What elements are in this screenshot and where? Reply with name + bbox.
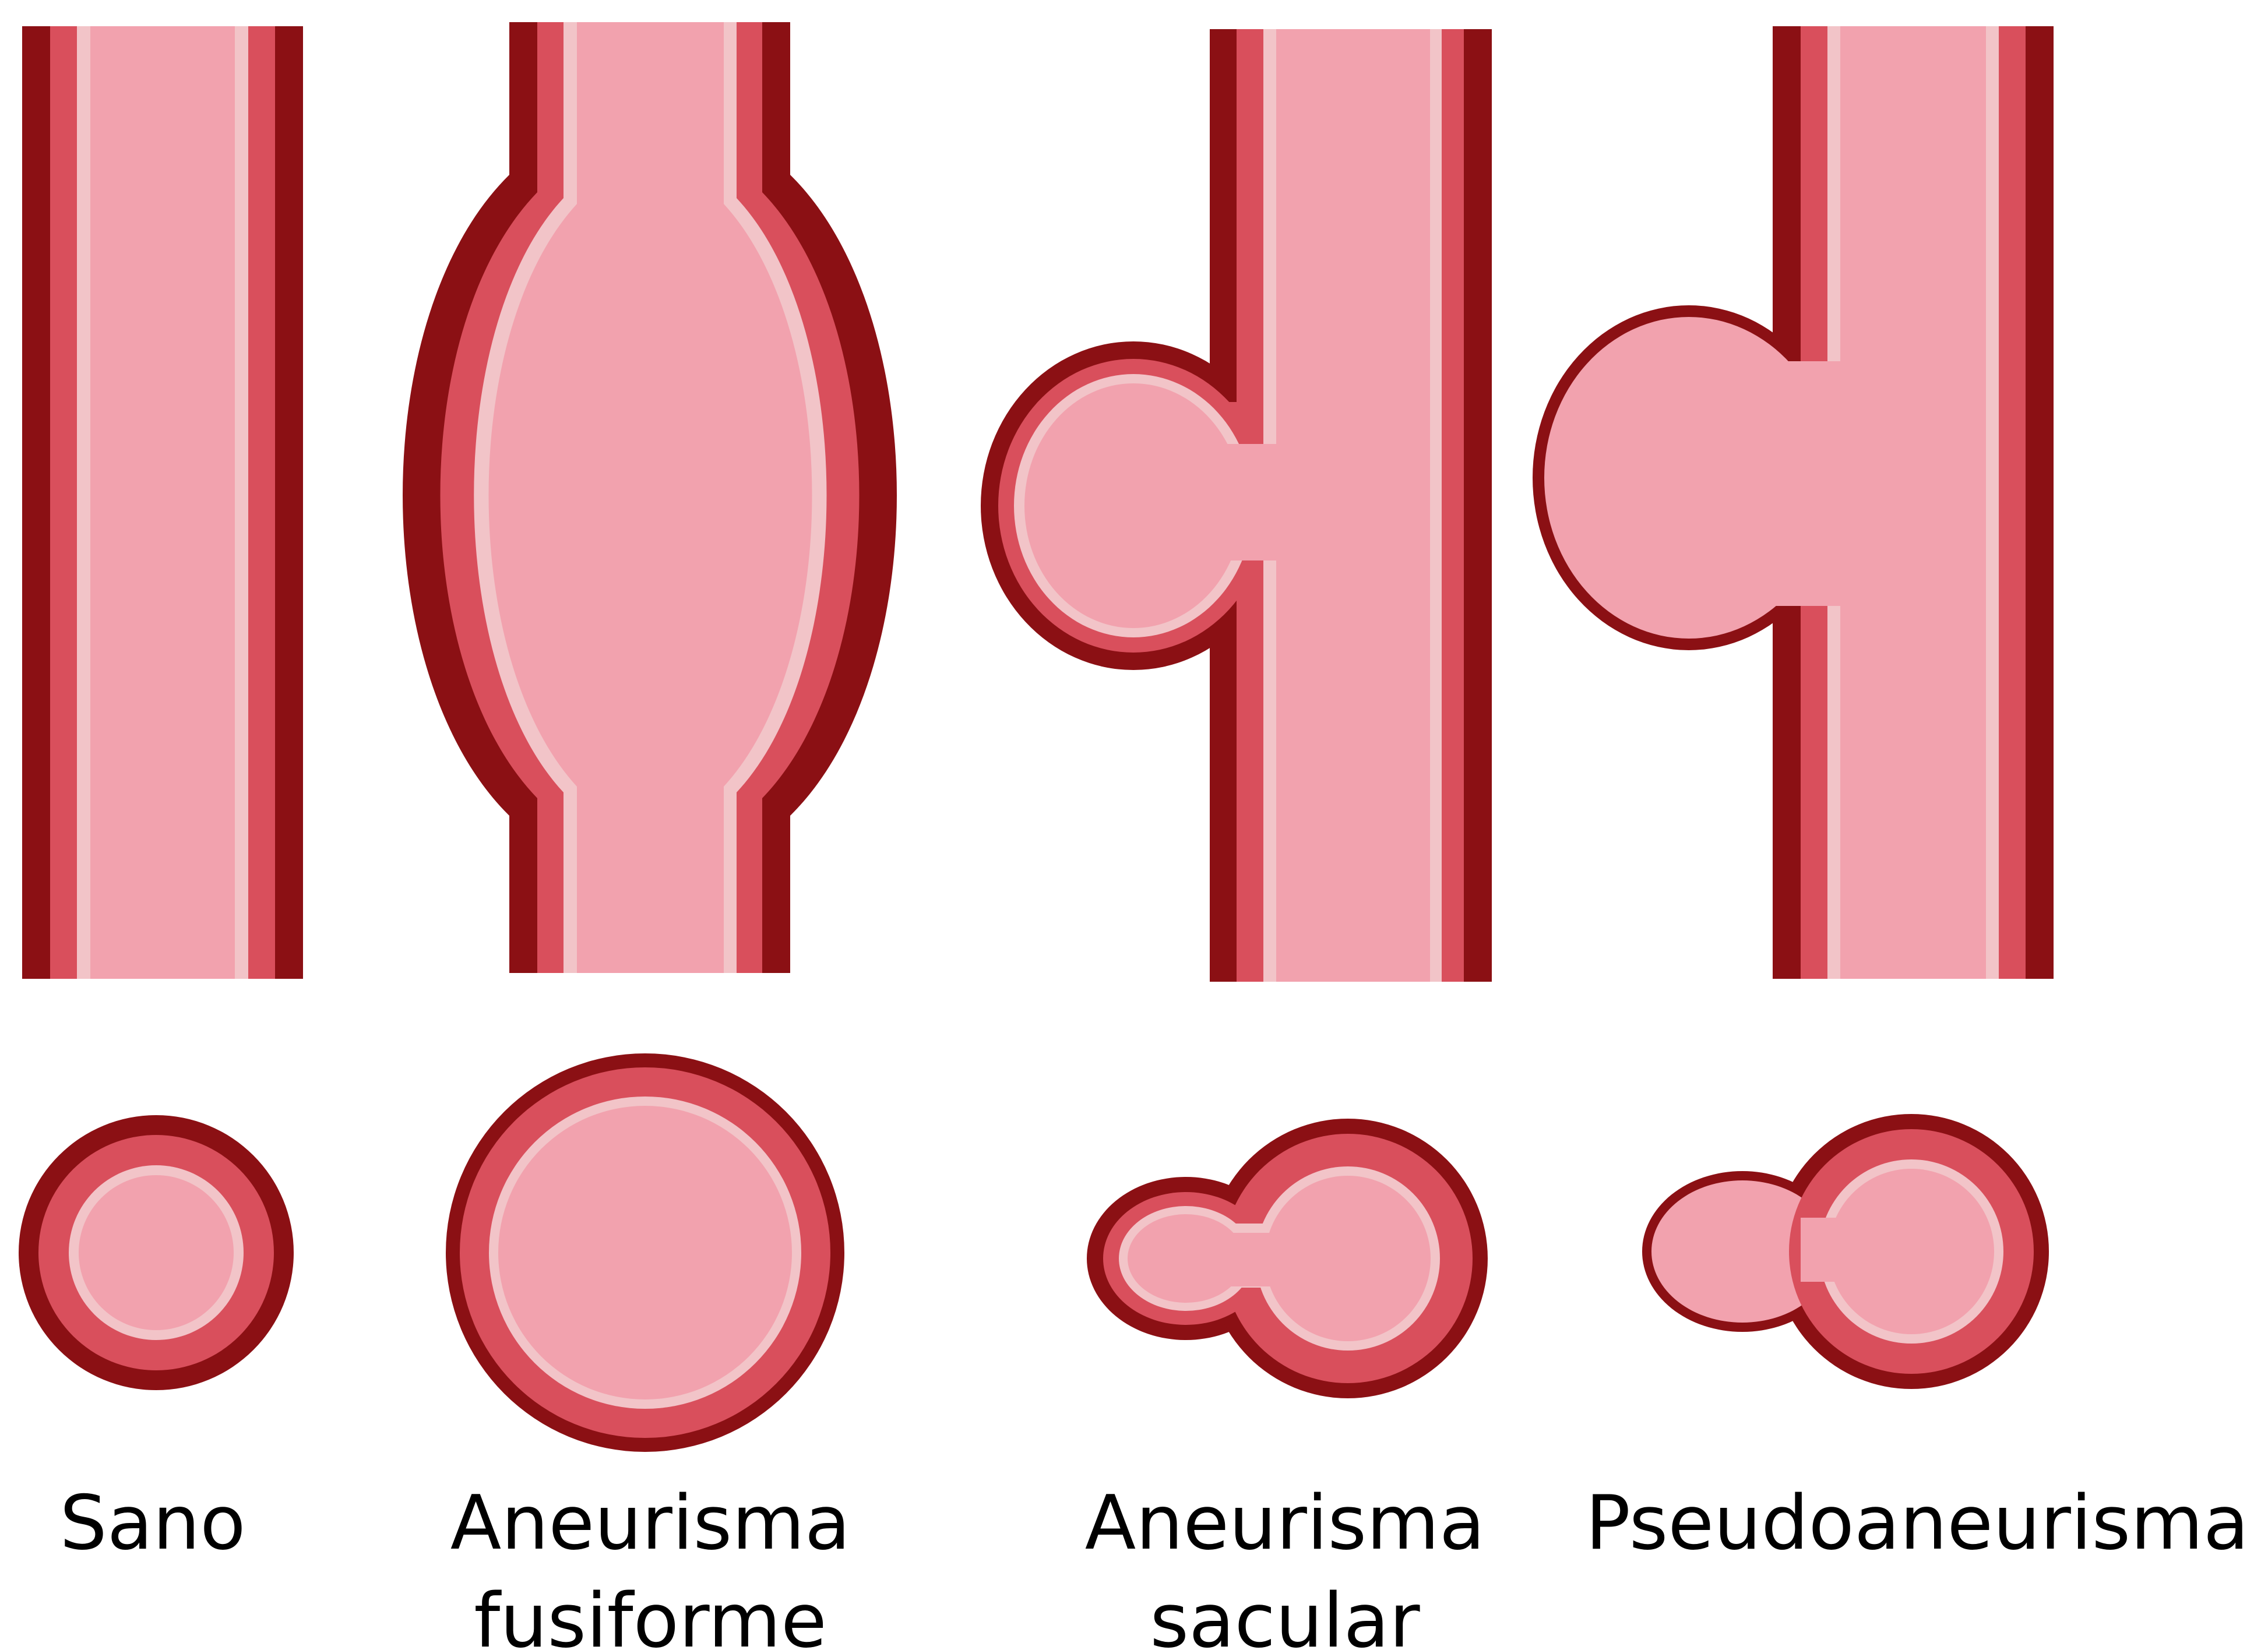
lumen — [79, 1175, 234, 1330]
pseudoaneurysm-cross-section — [1642, 1114, 2049, 1389]
healthy-vessel-longitudinal — [22, 26, 303, 979]
pseudoaneurysm-panel — [1533, 26, 2054, 1389]
caption-healthy: Sano — [59, 1480, 245, 1567]
lumen — [90, 26, 235, 979]
wall-breach — [1760, 361, 1847, 606]
fusiform-longitudinal — [403, 22, 897, 973]
caption-saccular-line2: sacular — [1150, 1578, 1420, 1650]
lumen — [498, 1106, 792, 1399]
pseudoaneurysm-longitudinal — [1533, 26, 2054, 979]
caption-saccular-line1: Aneurisma — [1085, 1480, 1485, 1567]
fusiform-cross-section — [446, 1053, 844, 1452]
caption-fusiform-line1: Aneurisma — [450, 1480, 851, 1567]
caption-fusiform-line2: fusiforme — [474, 1578, 827, 1650]
sac-lumen — [1024, 383, 1242, 628]
lumen — [1840, 26, 1986, 979]
captions: Sano Aneurisma fusiforme Aneurisma sacul… — [59, 1480, 2249, 1650]
neck-lumen — [1230, 1233, 1311, 1286]
healthy-vessel-cross-section — [19, 1115, 294, 1390]
healthy-vessel-panel — [19, 26, 303, 1390]
wall-breach — [1801, 1218, 1882, 1282]
sac-lumen — [1128, 1214, 1244, 1303]
sac-neck-lumen — [1212, 444, 1276, 560]
caption-pseudoaneurysm: Pseudoaneurisma — [1586, 1480, 2249, 1567]
saccular-longitudinal — [981, 29, 1492, 982]
saccular-aneurysm-panel — [981, 29, 1492, 1398]
lumen — [1276, 29, 1430, 982]
saccular-cross-section — [1087, 1119, 1488, 1398]
fusiform-aneurysm-panel — [403, 22, 897, 1452]
